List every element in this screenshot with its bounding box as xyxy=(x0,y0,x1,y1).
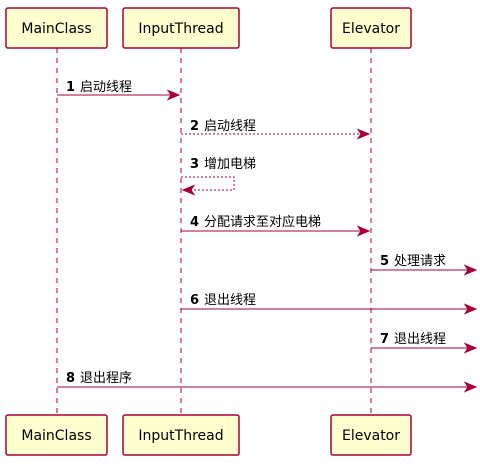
message-label: 启动线程 xyxy=(80,80,132,95)
participant-mainclass-bottom: MainClass xyxy=(5,414,108,456)
participant-label: InputThread xyxy=(138,428,223,444)
message-6: 6 退出线程 xyxy=(181,293,478,315)
message-label: 退出线程 xyxy=(394,332,446,347)
participant-elevator-top: Elevator xyxy=(330,7,412,49)
message-1: 1 启动线程 xyxy=(57,80,181,101)
message-number: 1 xyxy=(66,80,75,95)
message-label: 分配请求至对应电梯 xyxy=(204,214,321,230)
message-number: 4 xyxy=(190,215,199,230)
message-number: 8 xyxy=(66,371,75,386)
participant-label: Elevator xyxy=(342,21,400,37)
message-8: 8 退出程序 xyxy=(57,371,478,393)
message-7: 7 退出线程 xyxy=(371,332,478,354)
participant-label: Elevator xyxy=(342,428,400,444)
message-label: 增加电梯 xyxy=(204,157,256,172)
message-number: 2 xyxy=(190,119,199,134)
participant-label: InputThread xyxy=(138,21,223,37)
participant-label: MainClass xyxy=(21,428,91,444)
message-label: 退出程序 xyxy=(80,371,132,386)
message-number: 7 xyxy=(380,332,389,347)
message-label: 启动线程 xyxy=(204,119,256,134)
participant-mainclass-top: MainClass xyxy=(5,7,108,49)
message-label: 处理请求 xyxy=(394,254,446,269)
message-number: 3 xyxy=(190,157,199,172)
message-number: 6 xyxy=(190,293,199,308)
participant-inputthread-top: InputThread xyxy=(122,7,240,49)
message-number: 5 xyxy=(380,254,389,269)
message-label: 退出线程 xyxy=(204,293,256,308)
participant-elevator-bottom: Elevator xyxy=(330,414,412,456)
message-2: 2 启动线程 xyxy=(181,119,371,140)
message-5: 5 处理请求 xyxy=(371,254,478,276)
participant-inputthread-bottom: InputThread xyxy=(122,414,240,456)
participant-label: MainClass xyxy=(21,21,91,37)
message-4: 4 分配请求至对应电梯 xyxy=(181,214,371,237)
message-3: 3 增加电梯 xyxy=(181,157,256,196)
